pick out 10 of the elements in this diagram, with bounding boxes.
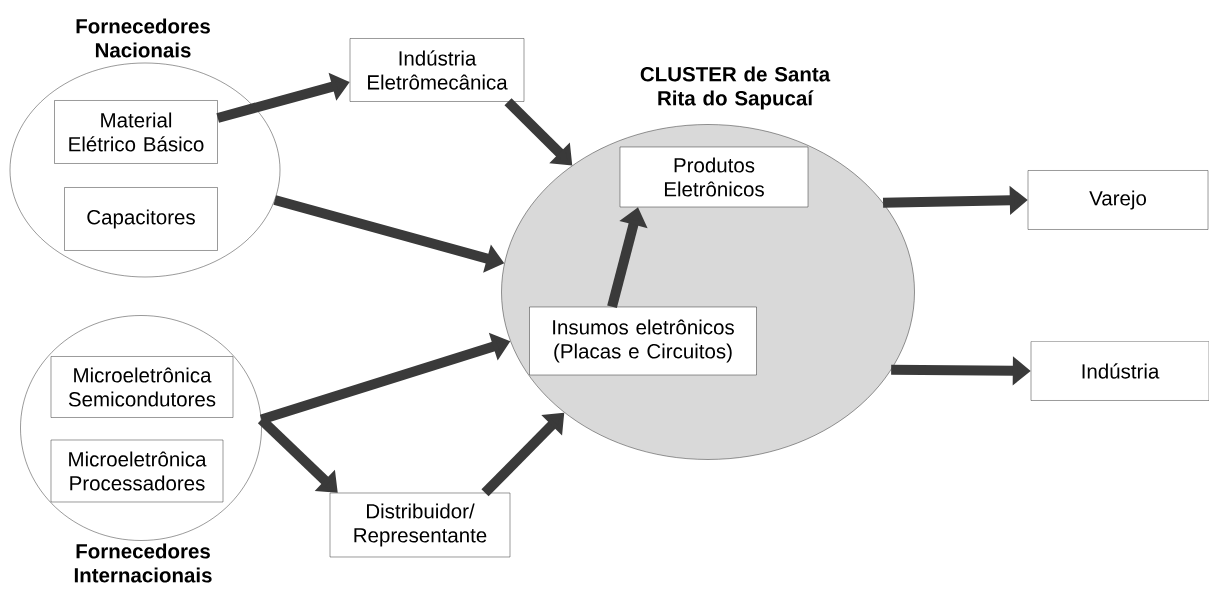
process-box: Produtos Eletrônicos xyxy=(619,146,809,208)
process-box: Distribuidor/ Representante xyxy=(329,492,511,558)
process-box: Varejo xyxy=(1027,170,1209,230)
process-box: Capacitores xyxy=(64,187,218,251)
process-box: Microeletrônica Semicondutores xyxy=(50,356,234,418)
process-box: Insumos eletrônicos (Placas e Circuitos) xyxy=(529,306,757,376)
process-box: Microeletrônica Processadores xyxy=(50,439,224,503)
process-box: Indústria Eletrômecânica xyxy=(349,38,525,102)
process-box: Indústria xyxy=(1030,341,1209,401)
process-box: Material Elétrico Básico xyxy=(54,100,218,164)
